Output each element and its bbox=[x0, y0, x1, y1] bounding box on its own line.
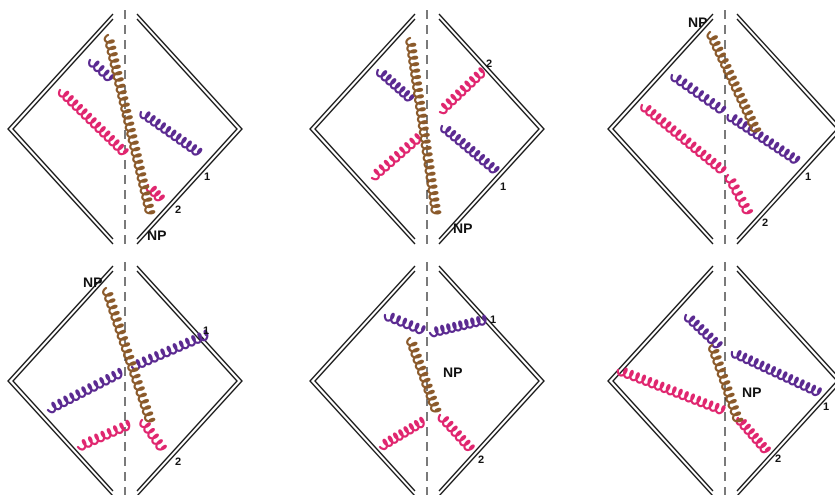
gluon-np bbox=[103, 33, 156, 215]
right-wall-outer bbox=[736, 265, 835, 495]
label-gluon-1: 1 bbox=[805, 171, 811, 183]
label-gluon-2: 2 bbox=[762, 217, 768, 229]
label-gluon-2: 2 bbox=[775, 453, 781, 465]
left-wall-outer bbox=[607, 13, 714, 245]
left-wall-inner bbox=[12, 18, 114, 240]
label-gluon-1: 1 bbox=[823, 401, 829, 413]
right-wall-outer bbox=[736, 13, 835, 245]
left-wall-inner bbox=[612, 18, 714, 240]
label-gluon-2: 2 bbox=[175, 204, 181, 216]
right-wall-inner bbox=[136, 270, 238, 492]
gluon-1 bbox=[670, 73, 801, 164]
gluon-2 bbox=[370, 67, 486, 181]
label-gluon-2: 2 bbox=[486, 58, 492, 70]
left-wall-inner bbox=[314, 18, 416, 240]
label-gluon-1: 1 bbox=[203, 325, 209, 337]
diagram-panel-2: 1 2 NP bbox=[309, 10, 545, 248]
label-gluon-2: 2 bbox=[478, 454, 484, 466]
label-gluon-2: 2 bbox=[175, 456, 181, 468]
gluon-1 bbox=[376, 68, 500, 174]
right-wall-inner bbox=[438, 270, 540, 492]
label-np: NP bbox=[688, 14, 707, 30]
label-np: NP bbox=[453, 220, 472, 236]
gluon-1 bbox=[683, 313, 822, 397]
gluon-2 bbox=[378, 413, 475, 452]
label-gluon-1: 1 bbox=[204, 171, 210, 183]
right-wall-outer bbox=[438, 265, 545, 495]
diagram-panel-1: 1 2 NP bbox=[7, 10, 243, 248]
label-np: NP bbox=[742, 384, 761, 400]
gluon-np bbox=[406, 336, 442, 413]
diagram-panel-4: 1 2 NP bbox=[7, 262, 243, 495]
gluon-2 bbox=[57, 88, 165, 202]
gluon-2 bbox=[640, 103, 754, 215]
label-np: NP bbox=[443, 364, 462, 380]
right-wall-inner bbox=[136, 18, 238, 240]
gluon-1 bbox=[88, 58, 203, 156]
gluon-np bbox=[706, 30, 762, 133]
left-wall-outer bbox=[309, 13, 416, 245]
right-wall-inner bbox=[736, 18, 835, 240]
right-wall-outer bbox=[136, 265, 243, 495]
left-wall-inner bbox=[314, 270, 416, 492]
gluon-np bbox=[405, 36, 442, 215]
gluon-2 bbox=[76, 418, 167, 451]
left-wall-inner bbox=[612, 270, 714, 492]
label-gluon-1: 1 bbox=[500, 181, 506, 193]
left-wall-outer bbox=[7, 265, 114, 495]
gluon-np bbox=[708, 343, 744, 423]
diagram-panel-5: 1 2 NP bbox=[309, 262, 545, 495]
gluon-1 bbox=[46, 329, 209, 414]
right-wall-outer bbox=[136, 13, 243, 245]
diagram-panel-6: 1 2 NP bbox=[607, 262, 835, 495]
left-wall-outer bbox=[607, 265, 714, 495]
right-wall-inner bbox=[438, 18, 540, 240]
right-wall-outer bbox=[438, 13, 545, 245]
label-gluon-1: 1 bbox=[490, 314, 496, 326]
gluon-2 bbox=[616, 367, 771, 454]
diagram-panel-3: 1 2 NP bbox=[607, 10, 835, 248]
left-wall-outer bbox=[309, 265, 416, 495]
left-wall-inner bbox=[12, 270, 114, 492]
right-wall-inner bbox=[736, 270, 835, 492]
label-np: NP bbox=[83, 274, 102, 290]
gluon-np bbox=[102, 286, 156, 423]
left-wall-outer bbox=[7, 13, 114, 245]
gluon-1 bbox=[383, 312, 487, 338]
label-np: NP bbox=[147, 227, 166, 243]
